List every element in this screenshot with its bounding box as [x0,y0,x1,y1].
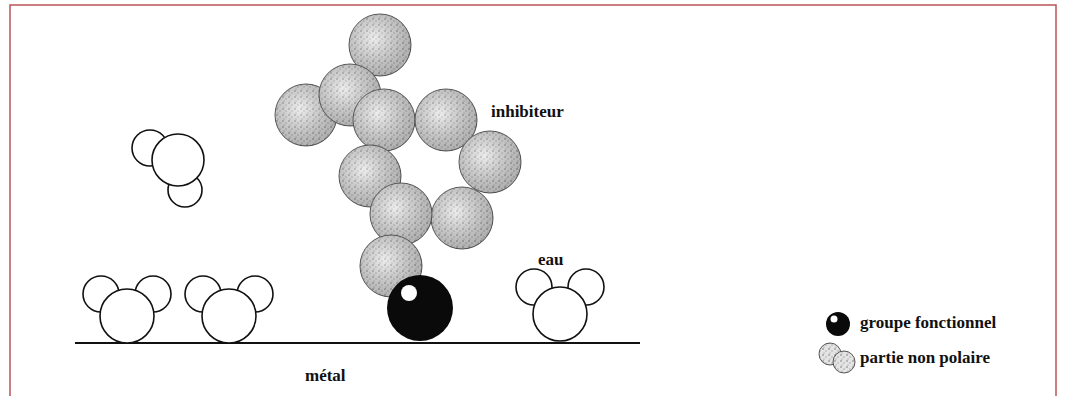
sphere-shading [353,89,415,151]
non-polar-sphere [370,183,432,245]
water-molecules [83,130,604,343]
sphere-shading [459,131,521,193]
metal-surface [75,342,640,344]
molecule-label: eau [538,251,564,270]
non-polar-sphere [459,131,521,193]
legend-samples [819,312,855,373]
functional-group [387,275,453,341]
frame [10,5,1056,396]
molecule-label: inhibiteur [491,103,564,122]
non-polar-sphere [431,187,493,249]
inhibitor-chain [275,14,521,297]
surface-label: métal [305,367,346,386]
legend-text: groupe fonctionnel [860,314,996,333]
sphere-shading [370,183,432,245]
sphere-shading [431,187,493,249]
legend-text: partie non polaire [860,349,990,368]
non-polar-sphere [353,89,415,151]
